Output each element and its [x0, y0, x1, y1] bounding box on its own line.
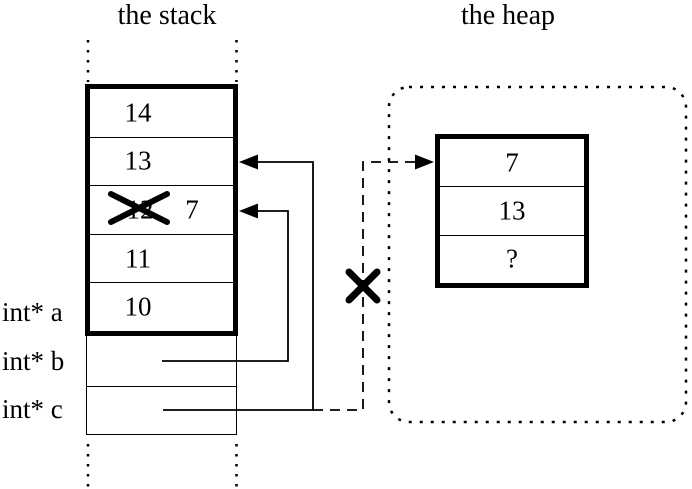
heap-title: the heap	[460, 0, 556, 31]
invalid-pointer-x-icon	[345, 268, 381, 304]
heap-cell: ?	[440, 236, 584, 283]
stack-cell: 14	[90, 89, 233, 138]
pointer-label-a: int* a	[2, 297, 63, 327]
stack-cell-value: 14	[124, 97, 152, 128]
stack-cell-value: 13	[124, 145, 152, 176]
replacement-value: 7	[185, 194, 199, 225]
crossed-out-value: 12	[126, 194, 154, 225]
heap-cell: 13	[440, 187, 584, 236]
stack-cell: 10	[90, 283, 233, 331]
arrowhead-b-icon	[239, 203, 258, 219]
heap-cell-value: 7	[505, 147, 519, 178]
stack-cell: 11	[90, 235, 233, 284]
stack-box: 14 13 12 7 11 10	[85, 84, 238, 336]
arrowhead-dangling-icon	[415, 154, 434, 170]
stack-cell-overwritten: 12 7	[90, 186, 233, 235]
stack-cell-value: 10	[124, 291, 152, 322]
heap-box: 7 13 ?	[435, 134, 589, 288]
pointer-row-b	[87, 336, 236, 387]
stack-cell-value: 11	[125, 243, 151, 274]
arrowhead-c-icon	[239, 154, 258, 170]
pointer-label-c: int* c	[2, 394, 63, 424]
heap-cell: 7	[440, 139, 584, 188]
heap-cell-value: 13	[498, 195, 526, 226]
stack-title: the stack	[117, 0, 217, 31]
invalid-pointer-x-icon	[345, 268, 381, 304]
heap-cell-value: ?	[506, 243, 518, 274]
stack-cell: 13	[90, 138, 233, 187]
pointer-row-c	[87, 387, 236, 433]
dangling-pointer-line	[313, 161, 417, 411]
pointer-label-b: int* b	[2, 346, 65, 376]
stack-pointer-rows	[86, 336, 237, 435]
